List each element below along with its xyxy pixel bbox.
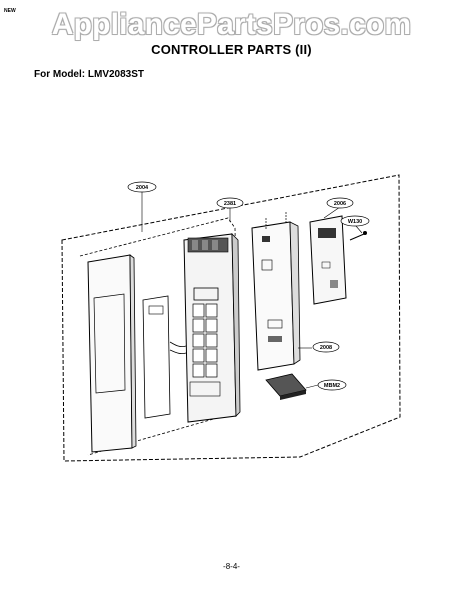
control-film <box>142 295 171 419</box>
model-line: For Model: LMV2083ST <box>34 69 145 80</box>
page-number: -8-4- <box>223 562 240 571</box>
pcb-bracket <box>251 212 301 371</box>
svg-text:2381: 2381 <box>224 201 236 207</box>
svg-text:2004: 2004 <box>136 185 149 191</box>
callout-2008: 2008 <box>312 341 340 353</box>
watermark-logo: AppliancePartsPros.com <box>51 8 412 41</box>
svg-text:W130: W130 <box>348 219 362 225</box>
svg-text:2006: 2006 <box>334 201 346 207</box>
new-tag: NEW <box>4 8 16 14</box>
inner-outline <box>79 217 239 456</box>
buzzer-part <box>265 373 307 400</box>
callout-2004: 2004 <box>127 181 157 193</box>
callout-mbm2: MBM2 <box>317 379 347 391</box>
page-title: CONTROLLER PARTS (II) <box>151 42 312 57</box>
screw <box>349 231 367 241</box>
svg-text:MBM2: MBM2 <box>324 383 340 389</box>
pcb-board <box>309 215 347 305</box>
door-panel <box>87 254 137 453</box>
assembly-outline <box>61 174 401 462</box>
svg-text:2008: 2008 <box>320 345 332 351</box>
callout-w130: W130 <box>340 215 370 227</box>
control-panel-frame <box>183 233 241 423</box>
callout-2381: 2381 <box>216 197 244 209</box>
ribbon-cable <box>169 341 187 355</box>
callout-2006: 2006 <box>326 197 354 209</box>
